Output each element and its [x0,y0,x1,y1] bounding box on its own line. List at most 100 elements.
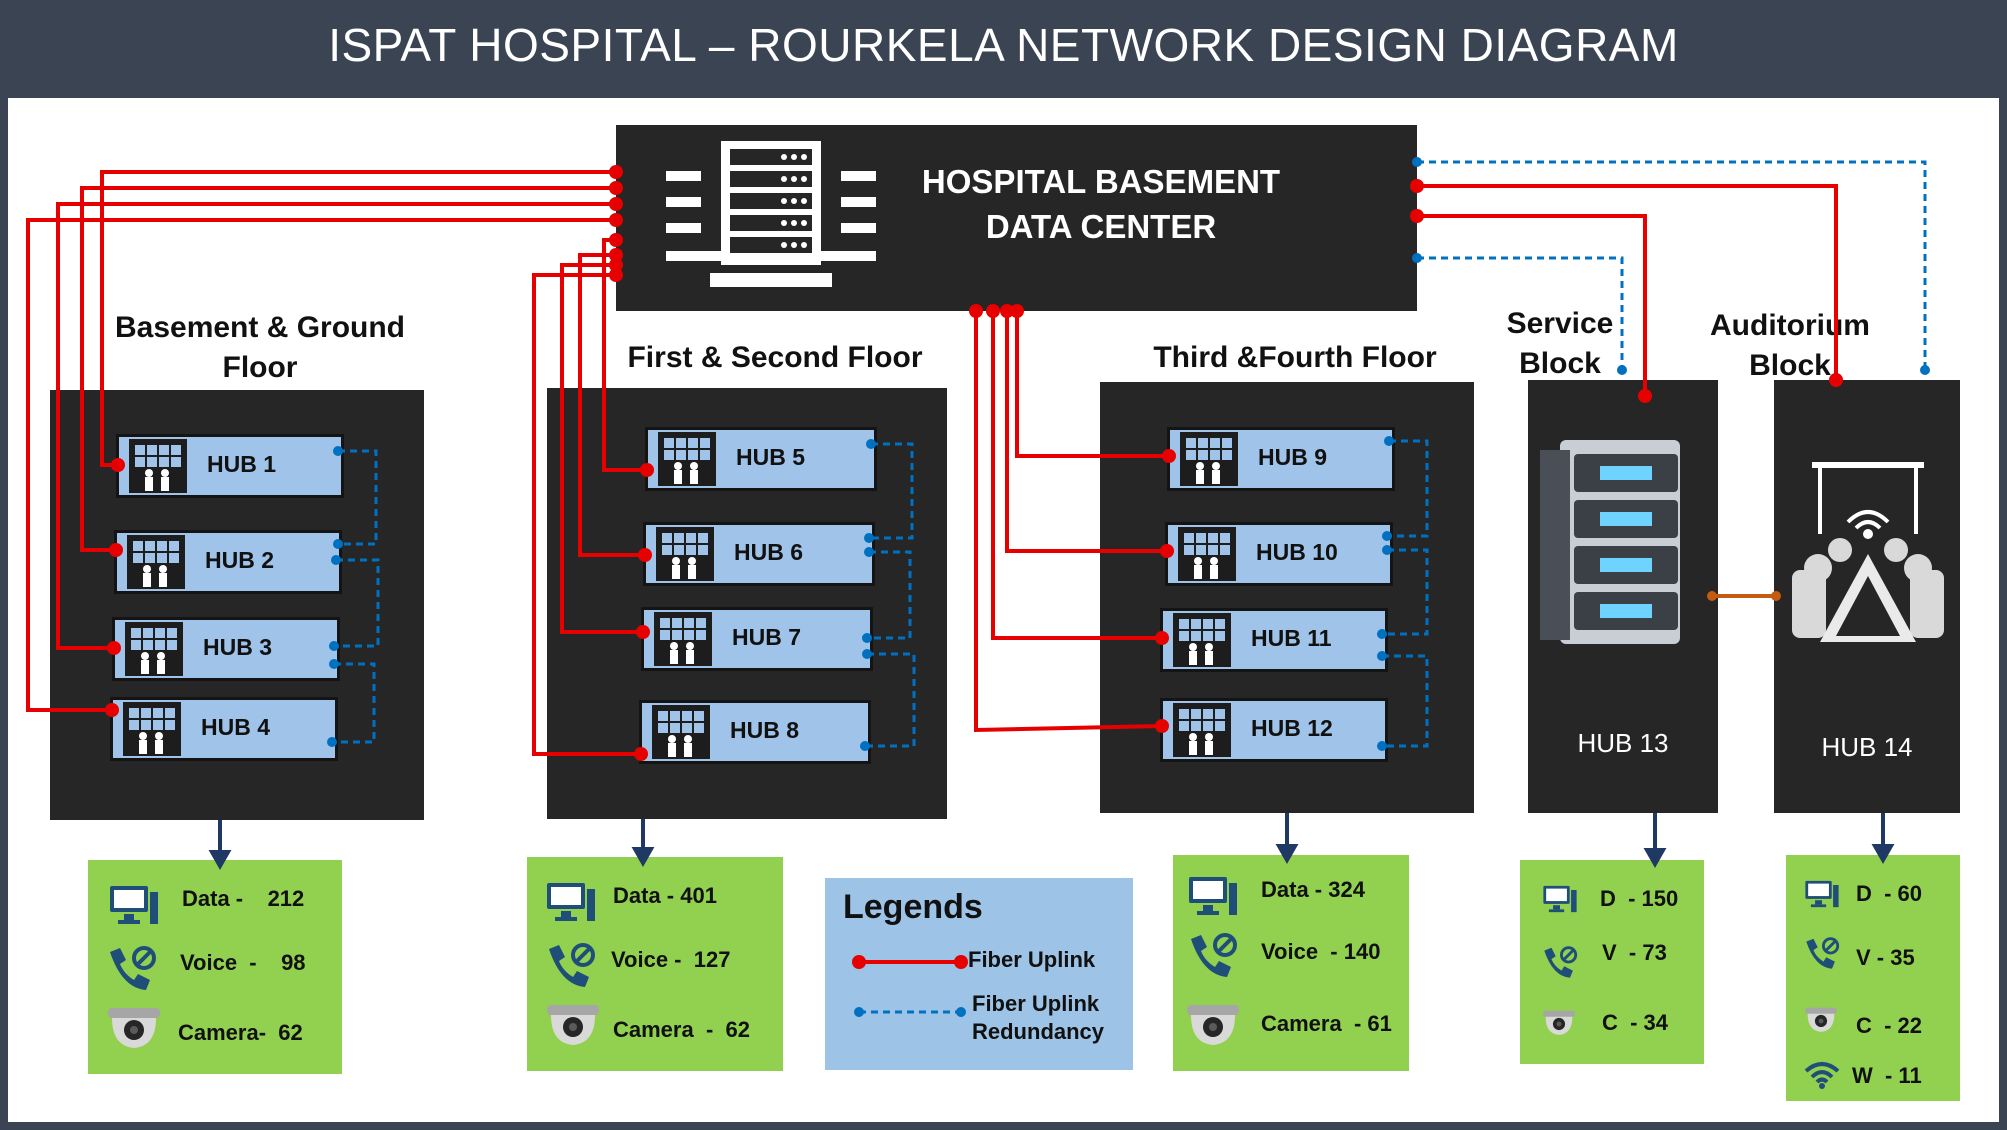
auditorium-block-stats: D - 60 V - 35 C - 22 W - 11 [1786,855,1960,1101]
camera-count: Camera - 61 [1261,1011,1392,1036]
hub-12[interactable]: HUB 12 [1160,698,1388,762]
hub-label: HUB 6 [734,539,804,565]
hub-5[interactable]: HUB 5 [645,427,877,491]
desktop-icon [547,883,595,921]
security-room-icon [1178,527,1236,581]
wifi-count: W - 11 [1852,1063,1922,1088]
camera-icon [108,1008,160,1048]
service-block-stats: D - 150 V - 73 C - 34 [1520,860,1704,1064]
security-room-icon [123,702,181,756]
redundancy-legend-label-line1: Fiber Uplink [972,991,1100,1016]
basement-ground-label-line1: Basement & Ground [114,311,406,344]
redundancy-legend-label-line2: Redundancy [972,1019,1105,1044]
fiber-uplink-legend-label: Fiber Uplink [968,947,1096,972]
hub-7[interactable]: HUB 7 [641,607,873,671]
camera-count: Camera - 62 [613,1017,750,1042]
data-center-title: HOSPITAL BASEMENT DATA CENTER [876,159,1326,249]
security-room-icon [127,535,185,589]
hub-13-label[interactable]: HUB 13 [1577,728,1669,758]
conference-icon [1792,462,1944,642]
hub-label: HUB 9 [1258,444,1328,470]
hub-label: HUB 4 [201,714,271,740]
phone-icon [1806,937,1840,969]
camera-icon [1187,1005,1239,1045]
title-bar: ISPAT HOSPITAL – ROURKELA NETWORK DESIGN… [0,0,2007,98]
security-room-icon [1173,703,1231,757]
camera-count: C - 34 [1602,1010,1669,1035]
security-room-icon [1173,613,1231,667]
hub-label: HUB 7 [732,624,802,650]
basement-ground-label: Basement & Ground Floor [90,308,430,388]
phone-icon [1191,933,1237,977]
diagram-title: ISPAT HOSPITAL – ROURKELA NETWORK DESIGN… [328,19,1679,71]
voice-count: Voice - 127 [611,947,731,972]
desktop-icon [1543,885,1577,913]
phone-icon [1544,946,1578,978]
data-count: Data - 324 [1261,877,1365,902]
camera-icon [1805,1007,1837,1032]
service-block-label-line2: Block [1519,347,1601,380]
voice-count: V - 35 [1856,945,1915,970]
auditorium-block-label-line1: Auditorium [1710,309,1870,342]
hub-1[interactable]: HUB 1 [116,434,344,498]
first-second-stats: Data - 401 Voice - 127 Camera - 62 [527,857,783,1071]
security-room-icon [654,612,712,666]
hub-label: HUB 5 [736,444,806,470]
security-room-icon [129,439,187,493]
hub-10[interactable]: HUB 10 [1165,522,1393,586]
hub-label: HUB 12 [1251,715,1333,741]
redundancy-legend-label: Fiber Uplink Redundancy [972,990,1104,1046]
hub-label: HUB 2 [205,547,275,573]
data-count: D - 60 [1856,881,1923,906]
auditorium-block-label-line2: Block [1749,349,1831,382]
phone-icon [549,943,595,987]
data-center-title-line1: HOSPITAL BASEMENT [921,163,1281,200]
phone-icon [110,946,156,990]
security-room-icon [1180,432,1238,486]
third-fourth-label: Third &Fourth Floor [1140,338,1450,378]
voice-count: Voice - 140 [1261,939,1381,964]
basement-ground-stats: Data - 212 Voice - 98 Camera- 62 [88,860,342,1074]
hub-3[interactable]: HUB 3 [112,617,340,681]
hub-8[interactable]: HUB 8 [639,700,871,764]
hub-11[interactable]: HUB 11 [1160,608,1388,672]
camera-icon [1543,1010,1575,1035]
legend: Legends Fiber Uplink Fiber Uplink Redund… [825,878,1133,1070]
third-fourth-label-line1: Third &Fourth Floor [1153,341,1437,374]
third-fourth-stats: Data - 324 Voice - 140 Camera - 61 [1173,855,1409,1071]
data-count: Data - 212 [182,886,305,911]
auditorium-block-label: Auditorium Block [1700,306,1880,386]
fiber-uplink-legend-line [852,955,968,969]
hub-label: HUB 1 [207,451,277,477]
security-room-icon [656,527,714,581]
hub-14-label[interactable]: HUB 14 [1821,732,1913,762]
wifi-icon [1804,1062,1840,1089]
hub-label: HUB 3 [203,634,273,660]
hub-label: HUB 11 [1251,625,1332,651]
data-count: D - 150 [1600,886,1679,911]
voice-count: V - 73 [1602,940,1667,965]
hub-2[interactable]: HUB 2 [114,530,342,594]
camera-count: C - 22 [1856,1013,1923,1038]
camera-icon [547,1005,599,1045]
server-tower-icon [1540,440,1680,644]
security-room-icon [652,705,710,759]
data-center-panel: HOSPITAL BASEMENT DATA CENTER [616,125,1417,311]
basement-ground-label-line2: Floor [222,351,298,384]
service-block-label: Service Block [1490,304,1630,384]
data-center-title-line2: DATA CENTER [985,208,1217,245]
hub-label: HUB 10 [1256,539,1338,565]
desktop-icon [1189,877,1237,915]
hub-4[interactable]: HUB 4 [110,697,338,761]
desktop-icon [110,886,158,924]
first-second-label: First & Second Floor [610,338,940,378]
camera-count: Camera- 62 [178,1020,303,1045]
desktop-icon [1805,880,1839,908]
security-room-icon [658,432,716,486]
hub-9[interactable]: HUB 9 [1167,427,1395,491]
hub-6[interactable]: HUB 6 [643,522,875,586]
data-count: Data - 401 [613,883,717,908]
server-rack-icon [666,141,876,287]
redundancy-legend-line [854,1007,966,1017]
